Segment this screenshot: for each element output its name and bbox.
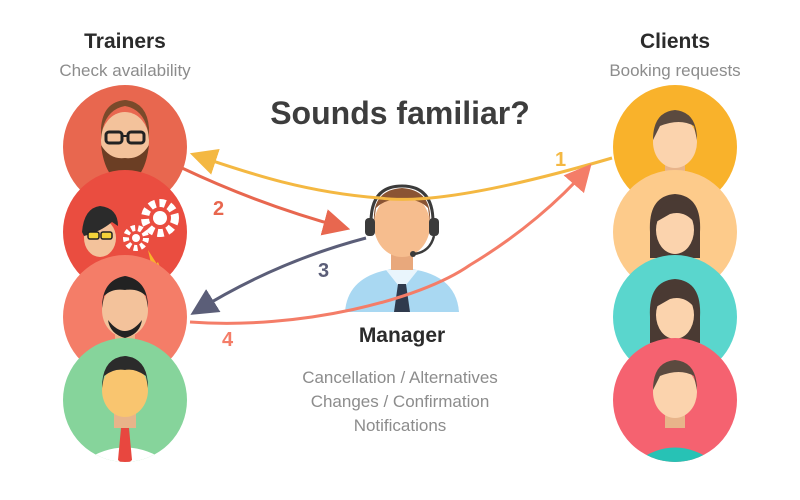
step-label-4: 4 — [222, 329, 234, 351]
step-label-3: 3 — [318, 260, 329, 282]
manager-task-3: Notifications — [353, 416, 447, 435]
trainers-title: Trainers — [84, 30, 166, 53]
trainers-subtitle: Check availability — [59, 61, 191, 80]
clients-subtitle: Booking requests — [609, 61, 741, 80]
arrow-step-1 — [189, 149, 613, 201]
step-label-2: 2 — [213, 198, 224, 220]
arrow-step-4 — [189, 163, 592, 325]
arrow-step-2 — [181, 166, 351, 236]
step-label-1: 1 — [555, 149, 566, 171]
manager-tie — [394, 284, 410, 312]
headline: Sounds familiar? — [270, 95, 530, 131]
client-avatar-man-red — [613, 338, 737, 462]
trainer-avatar-tie — [63, 338, 187, 462]
manager-title: Manager — [358, 324, 446, 347]
manager-task-1: Cancellation / Alternatives — [302, 368, 498, 387]
manager-hair — [373, 188, 431, 222]
manager-avatar — [345, 184, 459, 312]
manager-face — [374, 193, 430, 257]
clients-title: Clients — [639, 30, 710, 53]
arrow-step-3 — [190, 236, 367, 315]
manager-tasks: Cancellation / Alternatives Changes / Co… — [255, 366, 545, 438]
headset-icon — [413, 235, 436, 256]
manager-task-2: Changes / Confirmation — [310, 392, 490, 411]
